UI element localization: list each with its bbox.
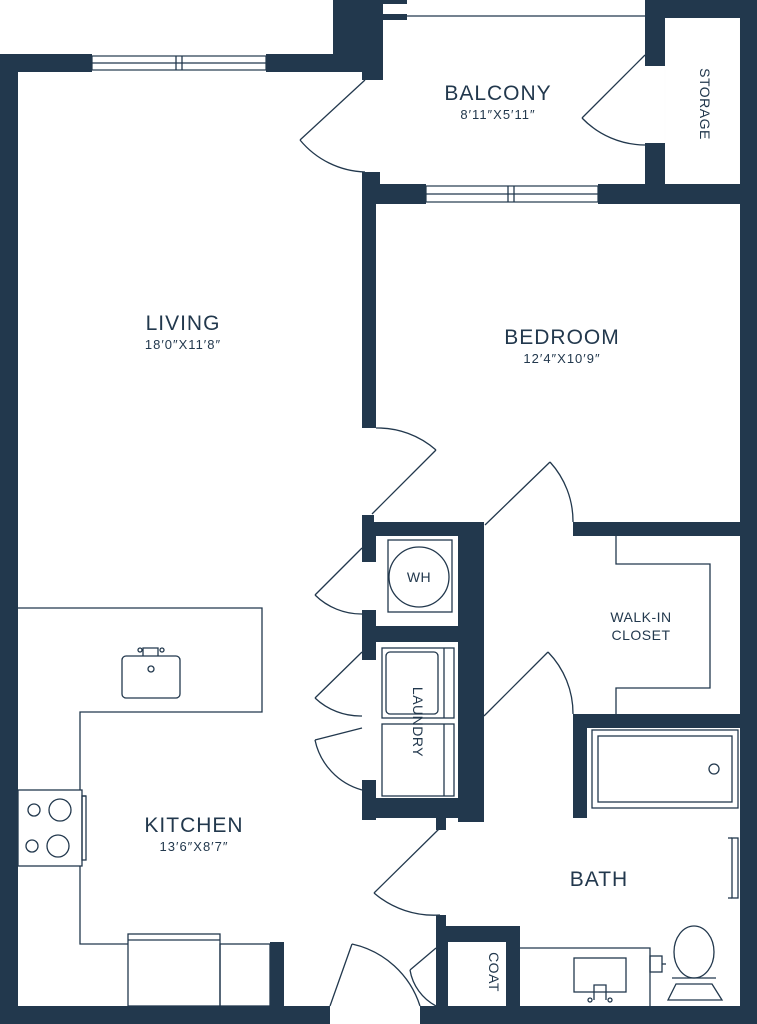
living-label: LIVING [146,312,221,335]
bath-label: BATH [570,868,628,891]
wh-label: WH [407,569,431,585]
storage-interior [664,17,741,185]
coat-label: COAT [486,952,502,992]
bath-fixtures [520,729,739,1006]
bedroom-label: BEDROOM [504,326,620,349]
storage-label: STORAGE [697,68,713,140]
closet-shelves [615,536,711,714]
laundry-label: LAUNDRY [410,687,426,757]
walkin-label-line2: CLOSET [611,627,670,643]
kitchen-fixtures [17,607,271,1007]
bedroom-dims: 12′4″X10′9″ [523,351,600,366]
water-heater [387,539,453,613]
balcony-label: BALCONY [444,82,551,105]
doors [299,54,646,1007]
windows [91,55,599,203]
kitchen-dims: 13′6″X8′7″ [160,839,229,854]
walkin-label-line1: WALK-IN [610,609,671,625]
laundry-machines [381,647,455,797]
balcony-dims: 8′11″X5′11″ [460,107,535,122]
kitchen-label: KITCHEN [144,814,243,837]
living-dims: 18′0″X11′8″ [145,337,221,352]
